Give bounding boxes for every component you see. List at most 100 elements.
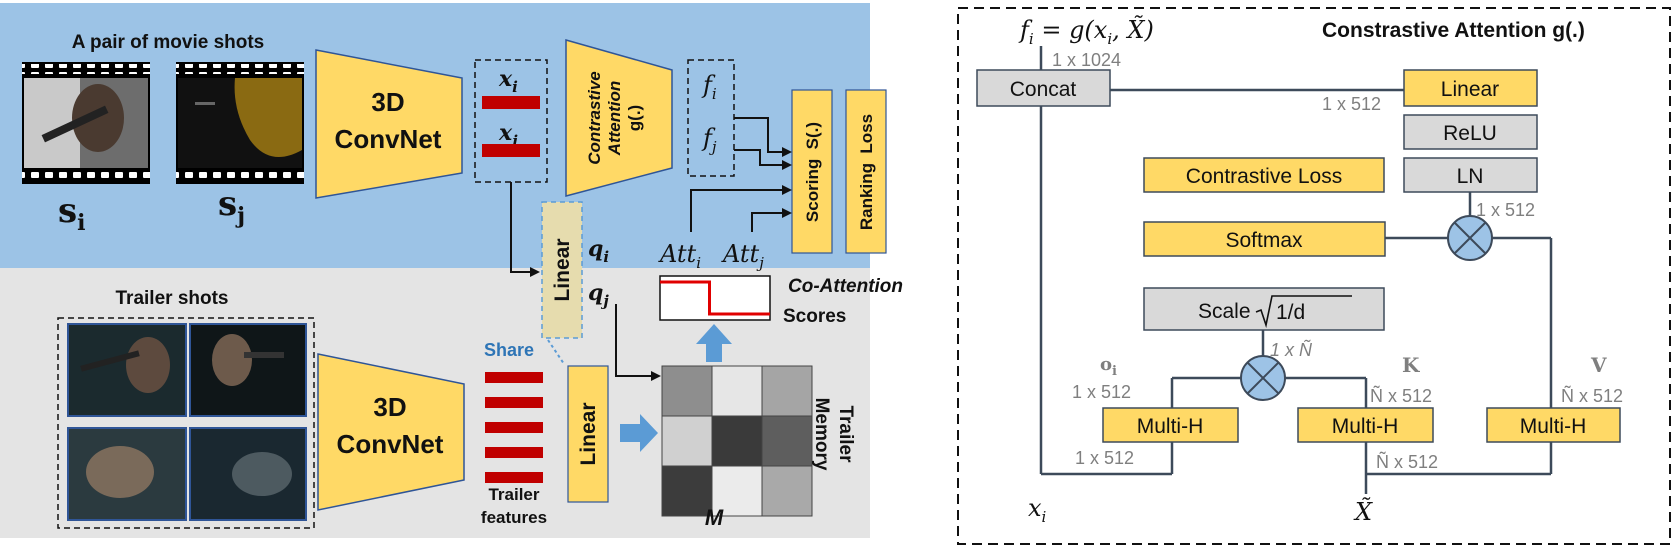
softmax-block bbox=[1143, 221, 1386, 257]
v-dim: Ñ x 512 bbox=[1561, 385, 1623, 406]
scale-expr: 1/d bbox=[1276, 301, 1305, 324]
convnet-top-label2: ConvNet bbox=[335, 124, 442, 154]
convnet-bottom bbox=[317, 353, 465, 511]
softmax-out-dim: 1 x 512 bbox=[1476, 200, 1535, 220]
convnet-bottom-label1: 3D bbox=[373, 392, 406, 422]
sqrt-symbol bbox=[1255, 295, 1352, 329]
linear-bottom-label: Linear bbox=[577, 402, 600, 465]
linear-dim: 1 x 512 bbox=[1322, 94, 1381, 114]
right-panel-title: Constrastive Attention g(.) bbox=[1322, 19, 1585, 42]
trailer-shot-3 bbox=[67, 427, 187, 521]
linear-shared-label: Linear bbox=[551, 238, 574, 301]
multih-block-3 bbox=[1486, 407, 1621, 443]
memory-cell bbox=[661, 415, 713, 467]
memory-cell bbox=[711, 465, 763, 517]
oi-dim: 1 x 512 bbox=[1072, 382, 1131, 402]
linear-label: Linear bbox=[1441, 78, 1499, 101]
memory-cell bbox=[761, 365, 813, 417]
co-attention-curve bbox=[660, 280, 770, 316]
svg-text:Trailer: Trailer bbox=[835, 405, 856, 463]
trailer-memory-label: Trailer Memory bbox=[811, 398, 856, 471]
multiply-op-top bbox=[1447, 215, 1493, 261]
arrow-q-to-memory bbox=[615, 304, 661, 381]
concat-dim: 1 x 1024 bbox=[1052, 50, 1121, 70]
att-j-label: Attj bbox=[721, 240, 764, 272]
scale-label: Scale bbox=[1198, 300, 1251, 323]
right-panel-connectors bbox=[1039, 46, 1553, 494]
trailer-features-label1: Trailer bbox=[488, 485, 539, 504]
relu-label: ReLU bbox=[1443, 122, 1497, 145]
trailer-memory-matrix bbox=[661, 365, 813, 517]
multih-label-1: Multi-H bbox=[1137, 415, 1204, 438]
memory-cell bbox=[711, 415, 763, 467]
memory-cell bbox=[711, 365, 763, 417]
arrow-atti-to-scoring bbox=[690, 185, 792, 232]
memory-cell bbox=[761, 465, 813, 517]
k-dim: Ñ x 512 bbox=[1370, 385, 1432, 406]
trailer-feature-bars bbox=[485, 372, 543, 483]
trailer-shots-title: Trailer shots bbox=[116, 288, 229, 309]
memory-cell bbox=[661, 365, 713, 417]
bottom-xtilde-label: X̃ bbox=[1353, 498, 1373, 526]
multih-label-3: Multi-H bbox=[1520, 415, 1587, 438]
qi-label: qi bbox=[588, 236, 609, 266]
trailer-features-label2: features bbox=[481, 508, 547, 527]
xj-label: xj bbox=[498, 120, 518, 150]
ln-block bbox=[1403, 157, 1538, 193]
svg-text:g(.): g(.) bbox=[625, 105, 644, 131]
svg-text:Attention: Attention bbox=[605, 81, 624, 157]
relu-block bbox=[1403, 114, 1538, 150]
ranking-label: Ranking Loss bbox=[857, 114, 876, 230]
k-label: K bbox=[1402, 353, 1420, 377]
scoring-block bbox=[791, 89, 833, 254]
scoring-label: Scoring S(.) bbox=[803, 122, 822, 222]
right-arrow-to-memory bbox=[620, 414, 658, 452]
contrastive-loss-label: Contrastive Loss bbox=[1186, 165, 1342, 188]
contrastive-loss-block bbox=[1143, 157, 1385, 193]
trailer-shot-2 bbox=[189, 323, 307, 417]
contrastive-attention-label: Contrastive Attention g(.) bbox=[585, 71, 644, 165]
trailer-shot-4 bbox=[189, 427, 307, 521]
xi-feature-bar bbox=[482, 96, 540, 109]
bottom-xi-label: xi bbox=[1028, 494, 1047, 526]
linear-shared-block bbox=[541, 201, 583, 339]
pair-title: A pair of movie shots bbox=[72, 32, 265, 53]
arrow-attj-to-scoring bbox=[751, 208, 792, 232]
scale-block bbox=[1143, 287, 1385, 331]
co-attention-label: Co-Attention bbox=[788, 276, 903, 297]
v-label: V bbox=[1590, 353, 1607, 377]
shot-j-label: sj bbox=[218, 184, 245, 229]
scores-label: Scores bbox=[783, 306, 846, 327]
multih-block-1 bbox=[1102, 407, 1239, 443]
concat-block bbox=[976, 69, 1111, 107]
svg-text:Contrastive: Contrastive bbox=[585, 71, 604, 165]
formula-top: fi = g(xi, X̃) bbox=[1018, 16, 1154, 48]
arrow-fi-to-scoring bbox=[734, 117, 792, 157]
multiply-op-middle bbox=[1240, 355, 1286, 401]
ranking-block bbox=[845, 89, 887, 254]
shot-j-thumbnail bbox=[176, 62, 304, 184]
att-i-label: Atti bbox=[658, 240, 701, 272]
convnet-bottom-label2: ConvNet bbox=[337, 429, 444, 459]
memory-label: M bbox=[705, 505, 724, 530]
svg-text:Memory: Memory bbox=[811, 398, 832, 471]
linear-block bbox=[1403, 69, 1538, 107]
ln-label: LN bbox=[1457, 165, 1484, 188]
xtilde-dim: Ñ x 512 bbox=[1376, 451, 1438, 472]
softmax-label: Softmax bbox=[1225, 229, 1303, 252]
xj-feature-bar bbox=[482, 144, 540, 157]
trailer-shot-1 bbox=[67, 323, 187, 417]
multih-label-2: Multi-H bbox=[1332, 415, 1399, 438]
convnet-top bbox=[315, 49, 463, 199]
oi-label: oi bbox=[1100, 354, 1117, 379]
share-label: Share bbox=[484, 340, 534, 360]
trailer-shots-box bbox=[57, 317, 315, 529]
linear-bottom-block bbox=[567, 365, 609, 503]
memory-cell bbox=[761, 415, 813, 467]
up-arrow-to-scores bbox=[696, 324, 732, 362]
arrow-x-to-linear bbox=[510, 182, 540, 277]
arrow-fj-to-scoring bbox=[734, 149, 792, 170]
xi-dim: 1 x 512 bbox=[1075, 448, 1134, 468]
